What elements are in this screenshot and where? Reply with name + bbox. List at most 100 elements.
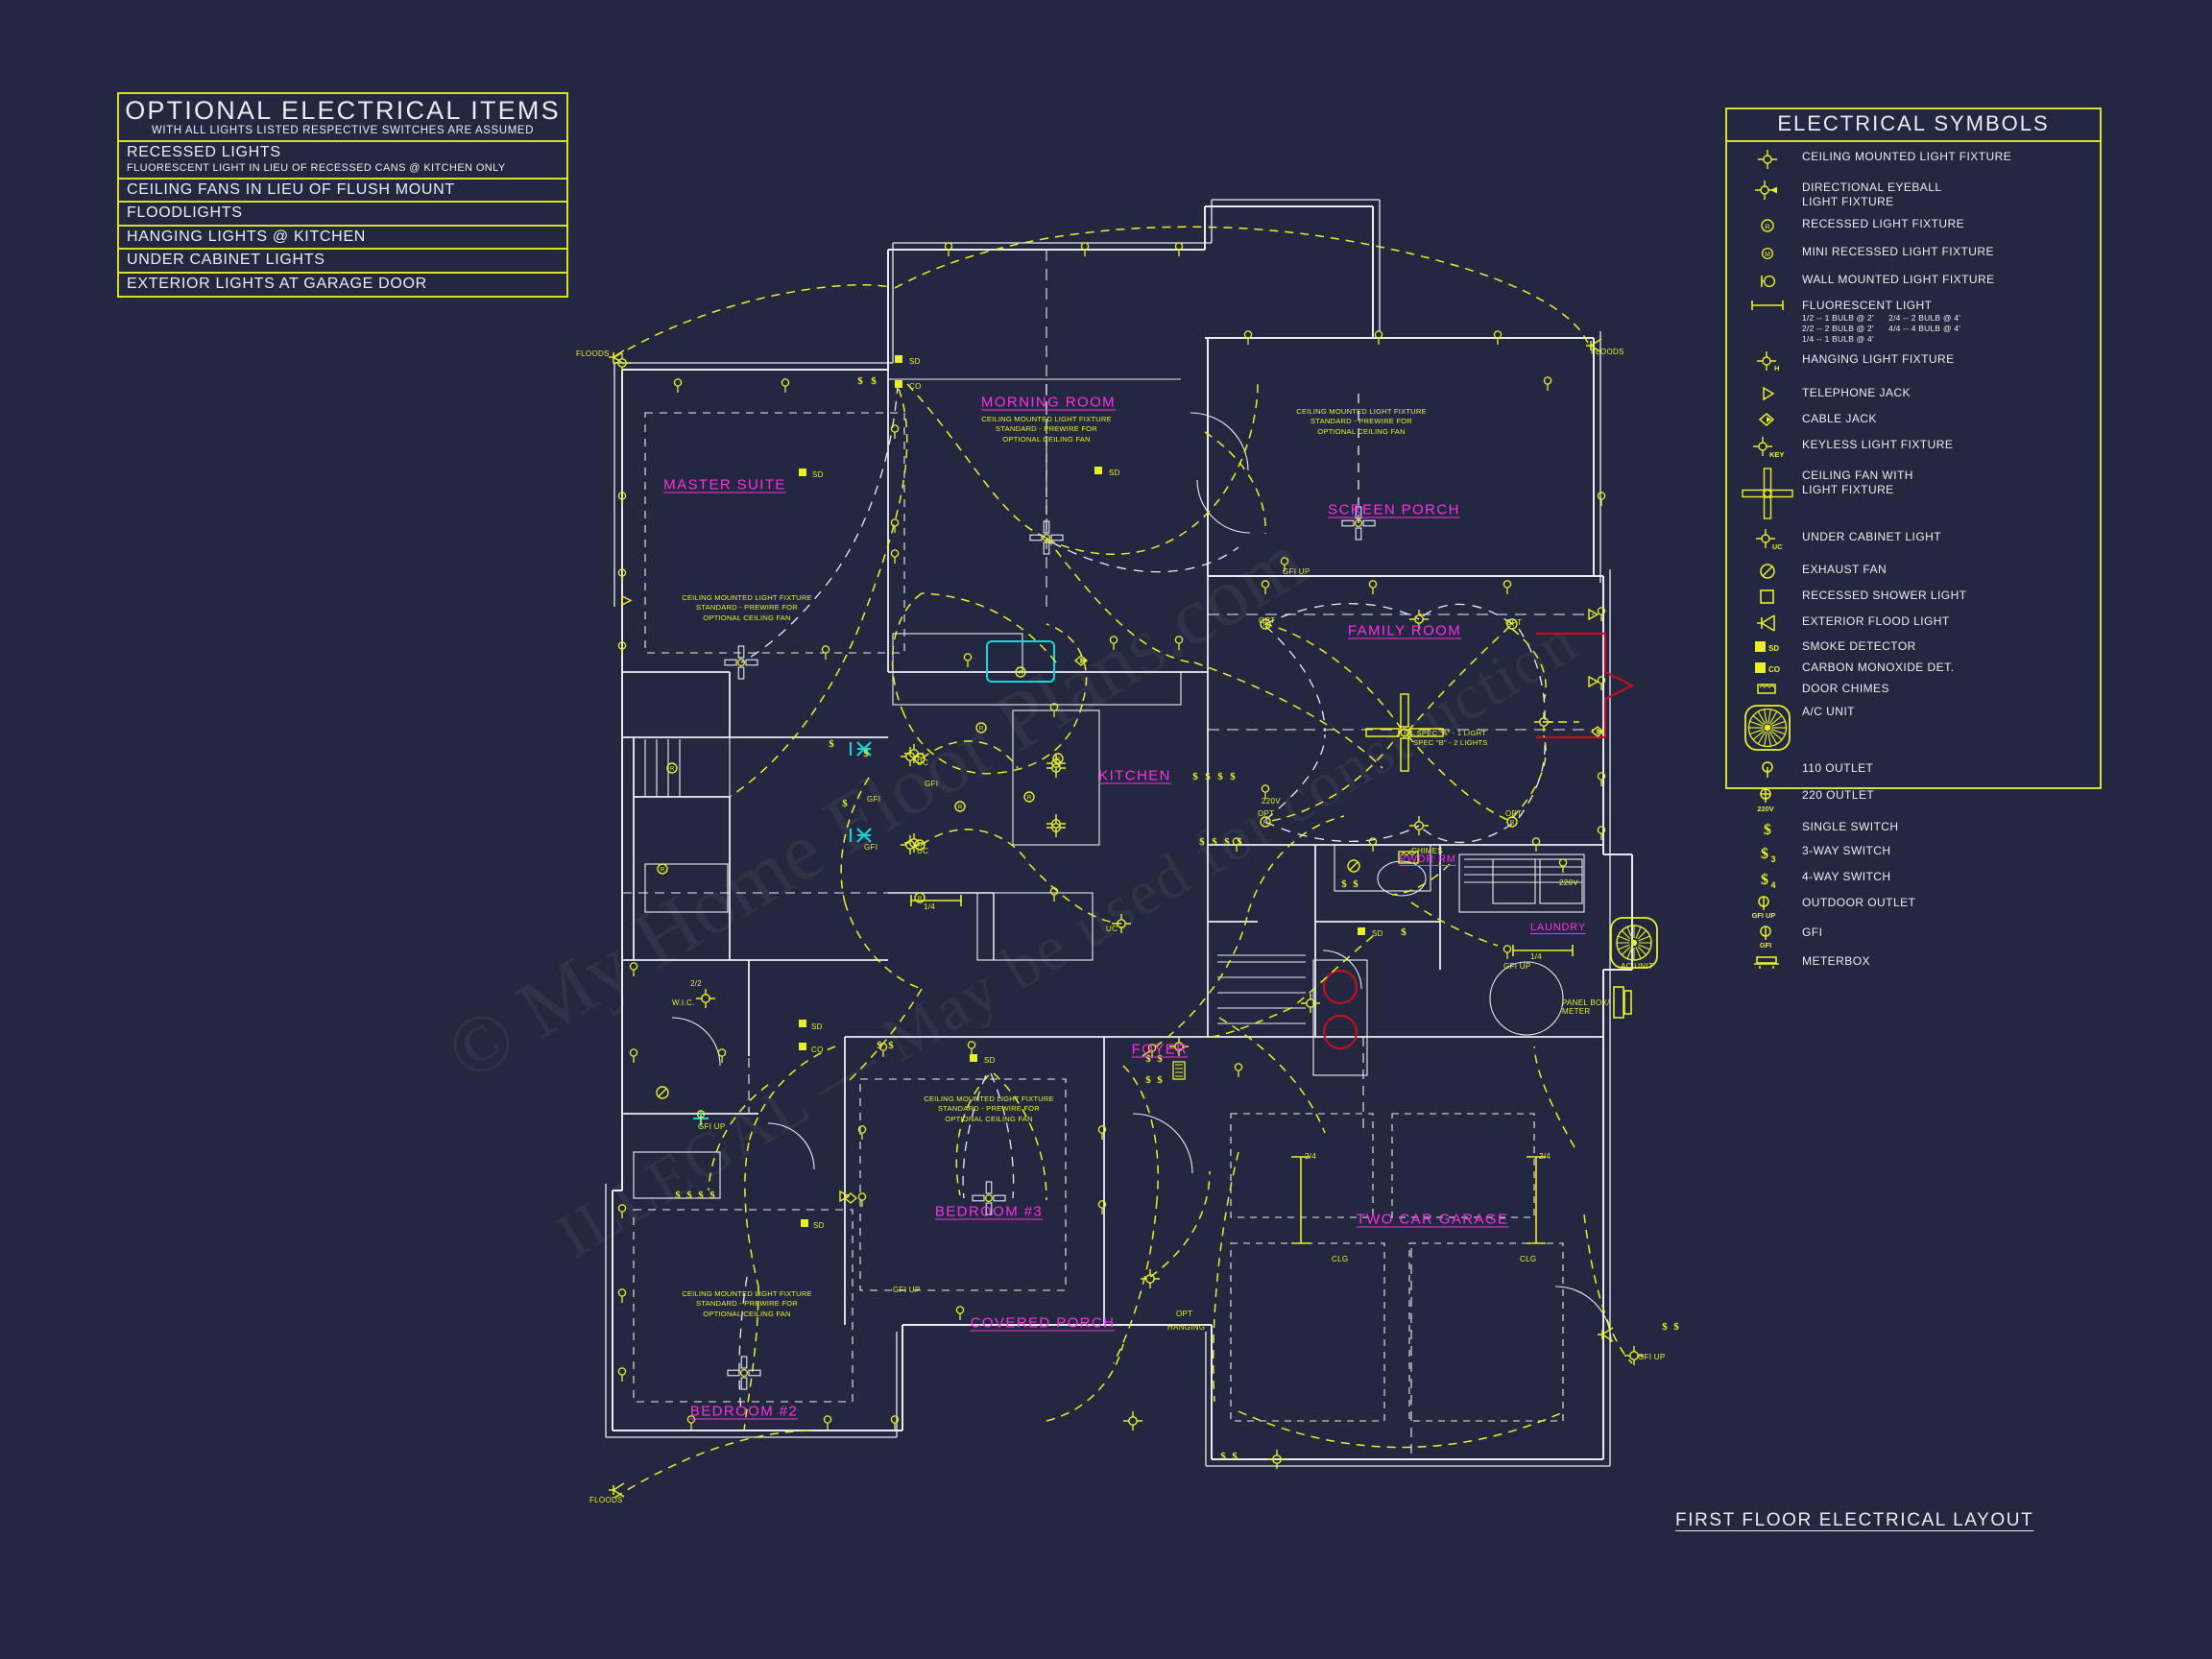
optional-item-row[interactable]: CEILING FANS IN LIEU OF FLUSH MOUNT xyxy=(119,180,566,204)
svg-text:$: $ xyxy=(1764,822,1771,838)
svg-text:$: $ xyxy=(1212,836,1217,848)
plan-meterbox xyxy=(1613,986,1632,1019)
svg-text:4: 4 xyxy=(1770,880,1775,890)
svg-text:$: $ xyxy=(1192,771,1198,782)
plan-tag: CHIMES xyxy=(1411,847,1443,855)
plan-ac-unit xyxy=(1610,917,1658,969)
meterbox-icon xyxy=(1733,952,1802,972)
legend-row: A/C UNIT xyxy=(1727,703,2100,753)
svg-text:$: $ xyxy=(1353,878,1358,890)
plan-tag: W.I.C. xyxy=(672,998,695,1007)
ac-unit-icon xyxy=(1733,703,1802,753)
ceiling-mounted-light-icon xyxy=(1733,148,1802,171)
legend-label: WALL MOUNTED LIGHT FIXTURE xyxy=(1802,273,1995,287)
room-label-two-car-garage: TWO CAR GARAGE xyxy=(1356,1211,1509,1228)
legend-label: OUTDOOR OUTLET xyxy=(1802,896,1916,910)
plan-tag: FLOODS xyxy=(1591,348,1624,356)
svg-text:$: $ xyxy=(857,375,863,387)
single-switch-icon: $ xyxy=(1733,818,1802,839)
symbols-legend-title: ELECTRICAL SYMBOLS xyxy=(1777,111,2050,135)
plan-recessed-lights xyxy=(657,618,1518,903)
svg-text:$: $ xyxy=(1761,846,1768,862)
hanging-light-icon: H xyxy=(1733,350,1802,377)
recessed-light-icon: R xyxy=(1733,215,1802,236)
legend-row: WALL MOUNTED LIGHT FIXTURE xyxy=(1727,271,2100,292)
plan-tag: CO xyxy=(811,1046,824,1054)
plan-tag: SD xyxy=(812,470,824,479)
legend-label: SINGLE SWITCH xyxy=(1802,820,1899,834)
optional-item-row[interactable]: HANGING LIGHTS @ KITCHEN xyxy=(119,227,566,251)
room-label-foyer: FOYER xyxy=(1131,1041,1189,1058)
plan-tag: UC xyxy=(917,758,929,767)
legend-row: CEILING FAN WITH LIGHT FIXTURE xyxy=(1727,467,2100,520)
optional-item-row[interactable]: EXTERIOR LIGHTS AT GARAGE DOOR xyxy=(119,274,566,296)
optional-item-row[interactable]: RECESSED LIGHTS FLUORESCENT LIGHT IN LIE… xyxy=(119,142,566,180)
room-label-bedroom-3: BEDROOM #3 xyxy=(934,1203,1044,1220)
legend-row: TELEPHONE JACK xyxy=(1727,384,2100,403)
optional-item-row[interactable]: UNDER CABINET LIGHTS xyxy=(119,250,566,274)
legend-label: FLUORESCENT LIGHT xyxy=(1802,299,1933,313)
svg-text:GFI UP: GFI UP xyxy=(1752,911,1776,920)
legend-row: 110 OUTLET xyxy=(1727,759,2100,782)
plan-tag: GFI xyxy=(925,780,939,788)
svg-text:3: 3 xyxy=(1770,854,1775,864)
symbols-legend-header: ELECTRICAL SYMBOLS xyxy=(1727,109,2100,142)
svg-text:$: $ xyxy=(1401,926,1407,938)
svg-text:$: $ xyxy=(1673,1321,1679,1333)
optional-item-row[interactable]: FLOODLIGHTS xyxy=(119,203,566,227)
wall-mounted-light-icon xyxy=(1733,271,1802,292)
plan-tag: 2/4 xyxy=(1539,1152,1551,1161)
legend-label: CARBON MONOXIDE DET. xyxy=(1802,661,1955,675)
svg-text:$: $ xyxy=(698,1190,704,1201)
svg-text:M: M xyxy=(1765,252,1770,258)
electrical-symbols-legend: ELECTRICAL SYMBOLS CEILING MOUNTED LIGHT… xyxy=(1725,108,2102,970)
note-morning-room-fan: CEILING MOUNTED LIGHT FIXTURE STANDARD -… xyxy=(981,415,1112,444)
plan-tag: 2/2 xyxy=(690,979,703,988)
note-screen-porch-fan: CEILING MOUNTED LIGHT FIXTURE STANDARD -… xyxy=(1296,407,1427,436)
optional-item-label: CEILING FANS IN LIEU OF FLUSH MOUNT xyxy=(127,180,455,198)
plan-tag: SD xyxy=(984,1056,996,1065)
legend-label: DOOR CHIMES xyxy=(1802,682,1889,696)
legend-label: RECESSED SHOWER LIGHT xyxy=(1802,589,1967,603)
note-master-suite-fan: CEILING MOUNTED LIGHT FIXTURE STANDARD -… xyxy=(682,593,812,622)
optional-items-title: OPTIONAL ELECTRICAL ITEMS xyxy=(125,96,561,125)
recessed-shower-light-icon xyxy=(1733,587,1802,608)
legend-row: METERBOX xyxy=(1727,952,2100,972)
legend-row: DIRECTIONAL EYEBALL LIGHT FIXTURE xyxy=(1727,179,2100,208)
plan-tag: GFI UP xyxy=(1503,962,1531,971)
plan-tag: GFI UP xyxy=(1283,567,1310,576)
svg-text:$: $ xyxy=(829,738,834,750)
svg-text:$: $ xyxy=(863,748,869,759)
svg-text:$: $ xyxy=(877,1040,882,1051)
four-way-switch-icon: $4 xyxy=(1733,868,1802,891)
optional-items-header: OPTIONAL ELECTRICAL ITEMS WITH ALL LIGHT… xyxy=(119,94,566,143)
legend-label: GFI xyxy=(1802,926,1823,940)
room-label-laundry: LAUNDRY xyxy=(1530,922,1586,933)
optional-item-sub: FLUORESCENT LIGHT IN LIEU OF RECESSED CA… xyxy=(127,161,506,174)
plan-tag: SD xyxy=(813,1221,825,1230)
legend-row: CABLE JACK xyxy=(1727,410,2100,429)
legend-sublabel: 1/2 -- 1 BULB @ 2' 2/4 -- 2 BULB @ 4' 2/… xyxy=(1802,312,1960,344)
svg-text:H: H xyxy=(1774,364,1779,373)
plan-tag: FLOODS xyxy=(576,349,610,358)
legend-label: KEYLESS LIGHT FIXTURE xyxy=(1802,438,1954,452)
optional-item-label: HANGING LIGHTS @ KITCHEN xyxy=(127,228,367,245)
three-way-switch-icon: $3 xyxy=(1733,842,1802,865)
svg-text:$: $ xyxy=(1205,771,1211,782)
plan-tag: OPT xyxy=(1176,1310,1193,1318)
legend-row: EXHAUST FAN xyxy=(1727,561,2100,582)
optional-item-label: UNDER CABINET LIGHTS xyxy=(127,252,325,269)
plan-detectors xyxy=(799,355,1365,1227)
svg-text:$: $ xyxy=(1220,1451,1226,1462)
svg-text:$: $ xyxy=(888,1040,894,1051)
room-label-kitchen: KITCHEN xyxy=(1098,767,1171,784)
outlet-110-icon xyxy=(1733,759,1802,782)
legend-label: 220 OUTLET xyxy=(1802,788,1875,803)
